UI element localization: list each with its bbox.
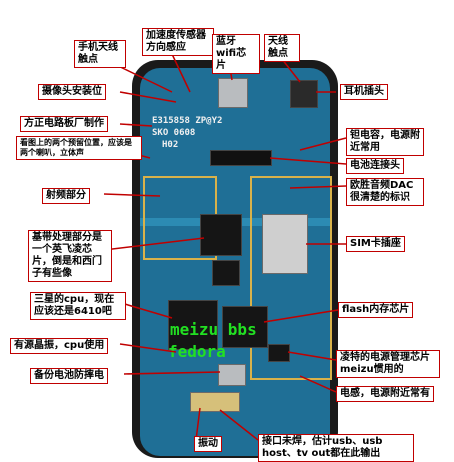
right-shield-frame (250, 176, 332, 380)
cpu-chip (168, 300, 218, 350)
label-power-mgmt: 凌特的电源管理芯片meizu惯用的 (336, 350, 440, 378)
bt-wifi-chip (218, 78, 248, 108)
label-power-cap: 钽电容，电源附近常用 (346, 128, 424, 156)
backup-battery-component (218, 364, 246, 386)
flash-chip (222, 306, 268, 348)
label-interface: 接口未焊，估计usb、usb host、tv out都在此输出 (258, 434, 414, 462)
label-backup-battery: 备份电池防摔电 (30, 368, 108, 384)
label-inductor: 电感，电源附近常有 (336, 386, 434, 402)
label-antenna-contact: 手机天线触点 (74, 40, 126, 68)
label-battery-connector: 电池连接头 (346, 158, 404, 174)
watermark-line1: meizu bbs (170, 320, 257, 339)
label-rf-section: 射频部分 (42, 188, 90, 204)
label-crystal: 有源晶振，cpu使用 (10, 338, 109, 354)
label-hole-note: 看图上的两个预留位置，应该是两个喇叭，立体声 (16, 136, 142, 160)
baseband-chip (200, 214, 242, 256)
battery-connector-component (210, 150, 272, 166)
label-baseband: 基带处理部分是一个英飞凌芯片，倒是和西门子有些像 (28, 230, 112, 282)
label-cpu: 三星的cpu，现在应该还是6410吧 (30, 292, 126, 320)
sim-slot-component (262, 214, 308, 274)
label-sim-slot: SIM卡插座 (346, 236, 405, 252)
power-management-chip (268, 344, 290, 362)
label-camera-mount: 摄像头安装位 (38, 84, 106, 100)
earphone-jack-component (290, 80, 318, 108)
dock-connector (190, 392, 240, 412)
label-earphone-jack: 耳机插头 (340, 84, 388, 100)
label-board-maker: 方正电路板厂制作 (20, 116, 108, 132)
board-silk-line1: E315858 ZP@Y2 (152, 116, 223, 126)
label-vibration: 振动 (194, 436, 222, 452)
watermark-line2: fedora (168, 342, 226, 361)
memory-chip (212, 260, 240, 286)
label-bt-wifi: 蓝牙wifi芯片 (212, 34, 260, 74)
label-dac: 欧胜音频DAC很清楚的标识 (346, 178, 424, 206)
label-accel-sensor: 加速度传感器方向感应 (142, 28, 214, 56)
label-antenna-point: 天线触点 (264, 34, 300, 62)
board-silk-line3: H02 (162, 140, 179, 150)
label-flash: flash内存芯片 (338, 302, 414, 318)
board-silk-line2: SKO 0608 (152, 128, 196, 138)
